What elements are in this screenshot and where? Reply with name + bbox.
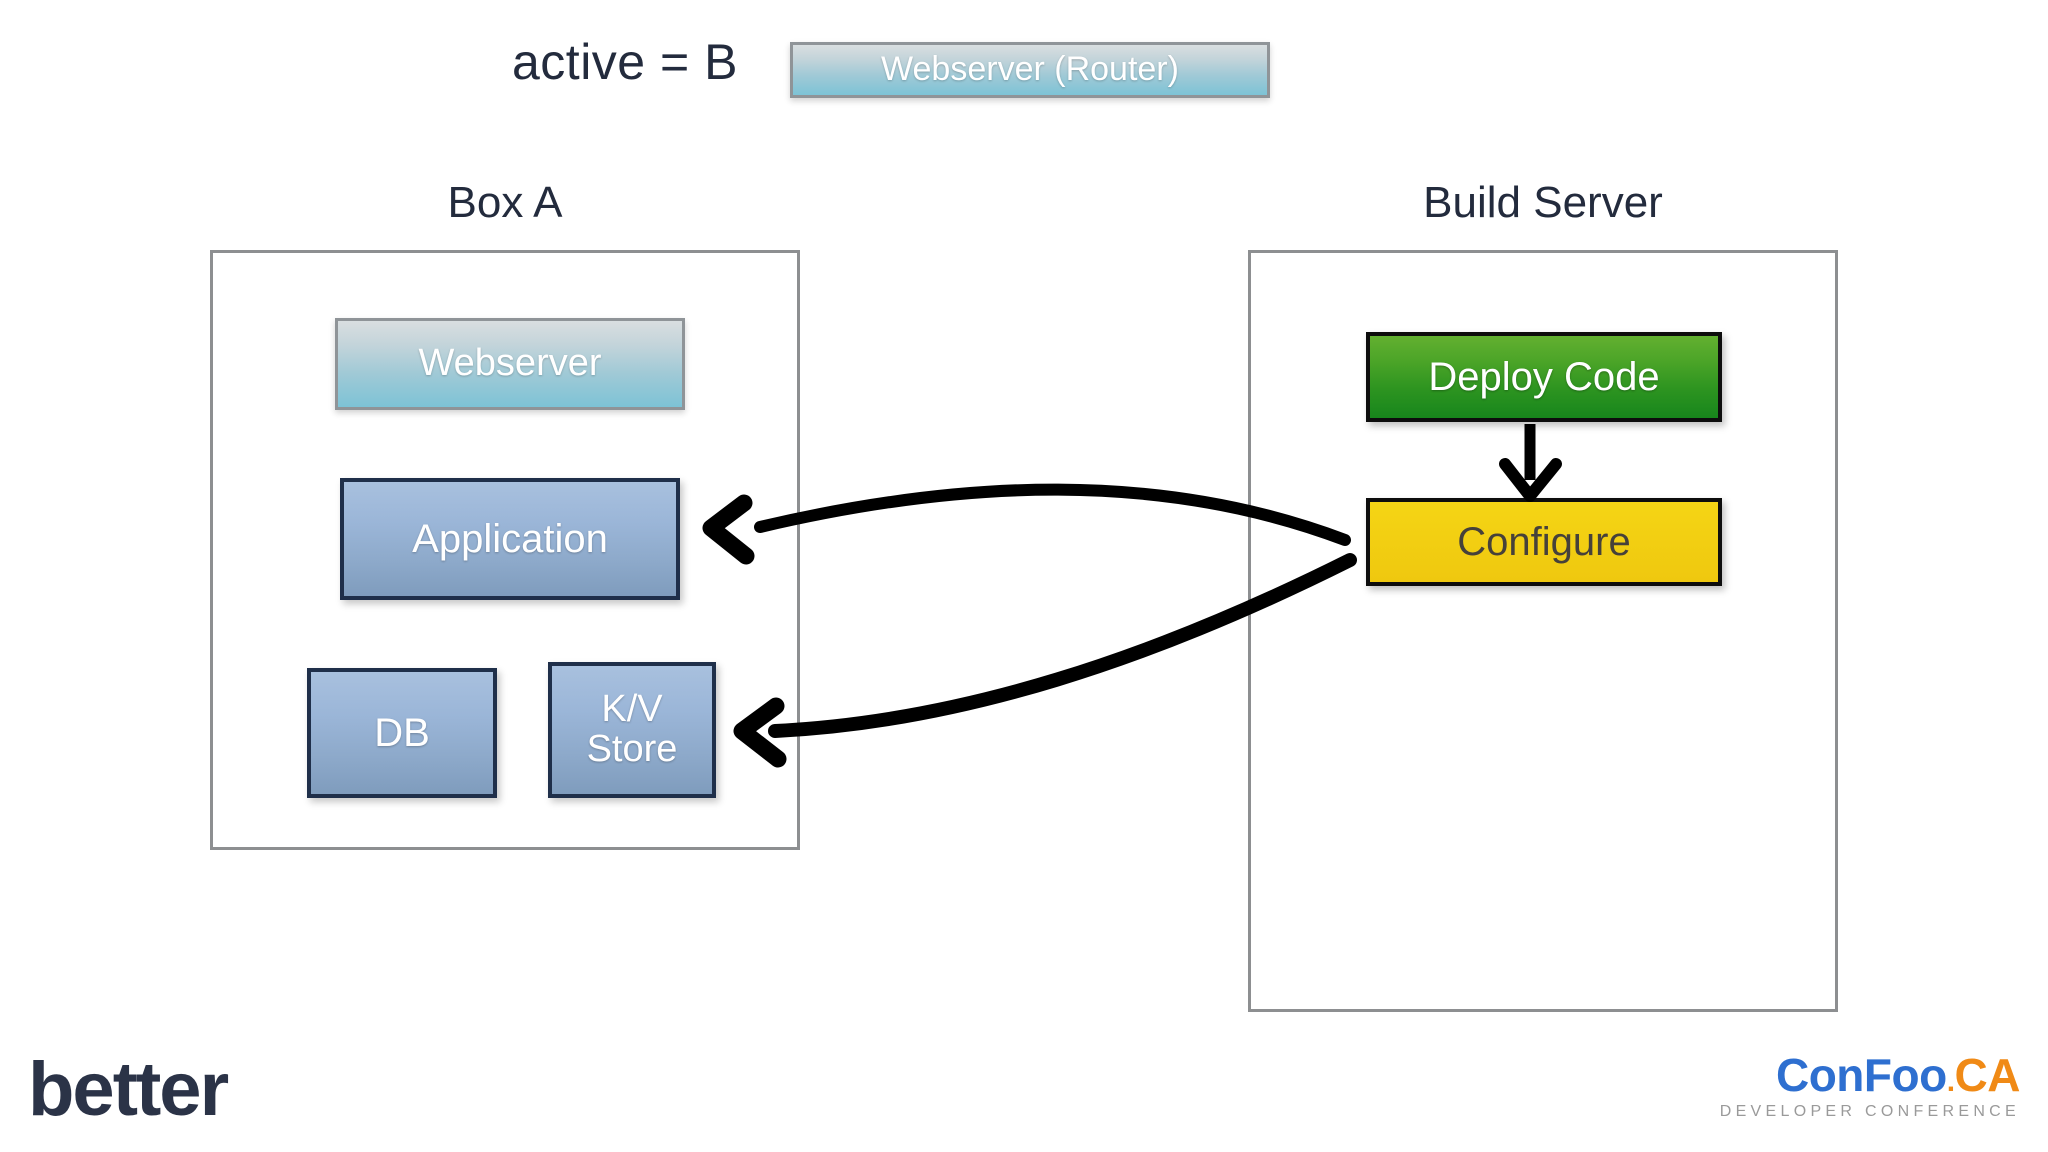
confoo-logo-wordmark: ConFoo.CA [1720, 1049, 2021, 1101]
active-state-label: active = B [512, 34, 738, 90]
node-webserver[interactable]: Webserver [335, 318, 685, 410]
confoo-logo-tagline: DEVELOPER CONFERENCE [1719, 1103, 2020, 1120]
node-kv-store[interactable]: K/V Store [548, 662, 716, 798]
node-deploy-code-label: Deploy Code [1428, 355, 1660, 399]
node-application[interactable]: Application [340, 478, 680, 600]
node-configure-label: Configure [1457, 520, 1631, 564]
confoo-logo-dot: . [1946, 1065, 1955, 1098]
container-title-box-a: Box A [447, 178, 563, 227]
node-webserver-router-label: Webserver (Router) [881, 50, 1179, 89]
container-title-build-server: Build Server [1423, 178, 1663, 227]
node-webserver-label: Webserver [418, 342, 602, 385]
node-db-label: DB [374, 711, 430, 755]
confoo-logo-ca: CA [1954, 1049, 2021, 1101]
node-application-label: Application [412, 517, 608, 561]
confoo-logo: ConFoo.CA DEVELOPER CONFERENCE [1719, 1049, 2021, 1120]
node-webserver-router[interactable]: Webserver (Router) [790, 42, 1270, 98]
node-db[interactable]: DB [307, 668, 497, 798]
confoo-logo-con: ConFoo [1775, 1049, 1947, 1101]
node-configure[interactable]: Configure [1366, 498, 1722, 586]
better-logo: better [28, 1047, 229, 1132]
node-kv-store-label-line-1: K/V [601, 688, 663, 731]
node-kv-store-label-line-2: Store [586, 728, 678, 770]
container-box-a [210, 250, 800, 850]
node-deploy-code[interactable]: Deploy Code [1366, 332, 1722, 422]
